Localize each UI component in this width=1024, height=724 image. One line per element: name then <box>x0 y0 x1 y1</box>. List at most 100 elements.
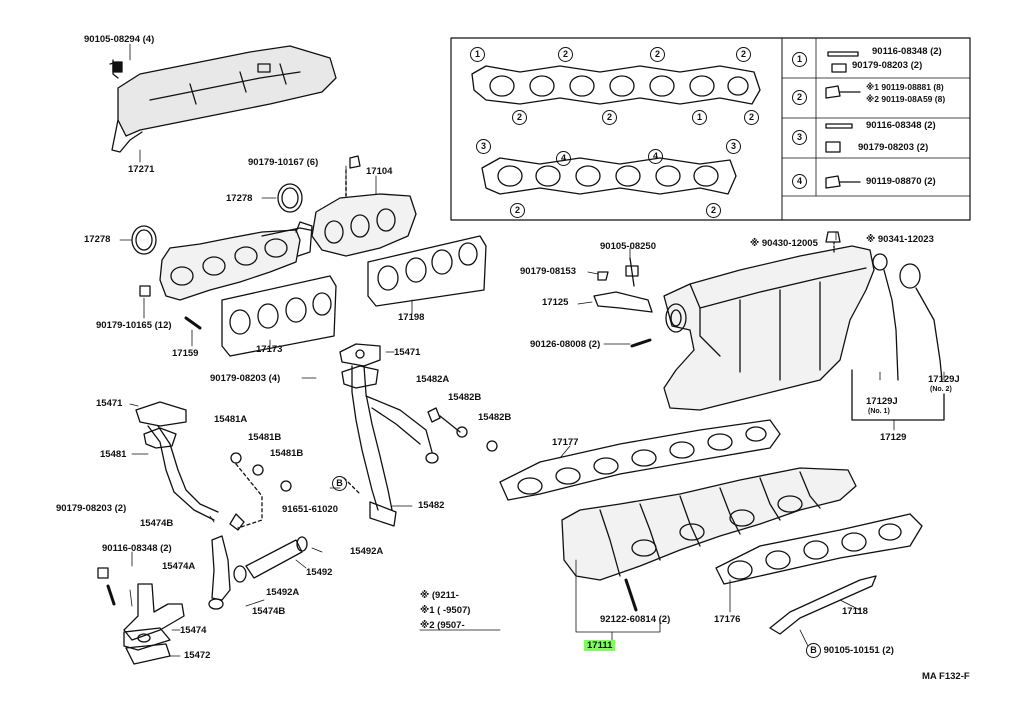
label-15481a: 15481A <box>214 414 248 425</box>
label-15492a-a: 15492A <box>350 546 384 557</box>
callout-2-c: 2 <box>736 47 751 62</box>
legend-2-line1: ※1 90119-08881 (8) <box>866 82 944 92</box>
callout-circle: 2 <box>706 203 721 218</box>
label-17271: 17271 <box>128 164 155 175</box>
label-90341-12023: ※ 90341-12023 <box>866 234 934 245</box>
diagram-code: MA F132-F <box>922 671 970 682</box>
label-17177: 17177 <box>552 437 579 448</box>
date-note-1: ※1 ( -9507) <box>420 605 470 616</box>
label-17159: 17159 <box>172 348 199 359</box>
label-17129j-1: 17129J <box>866 396 898 407</box>
label-15471-a: 15471 <box>394 347 421 358</box>
b-symbol-circle: B <box>332 476 347 491</box>
callout-2-f: 2 <box>744 110 759 125</box>
label-17173: 17173 <box>256 344 283 355</box>
label-17125: 17125 <box>542 297 569 308</box>
oil-pipe-15481 <box>135 401 245 531</box>
air-intake-chamber <box>663 231 945 421</box>
label-15482b-b: 15482B <box>478 412 512 423</box>
callout-circle: 1 <box>692 110 707 125</box>
label-15474b-a: 15474B <box>140 518 174 529</box>
date-note-text: ( -9507) <box>437 605 471 616</box>
legend-3-line2: 90179-08203 (2) <box>858 142 929 153</box>
label-15492: 15492 <box>306 567 333 578</box>
intake-manifold-17111 <box>561 467 857 581</box>
label-15481b: 15481B <box>248 432 282 443</box>
legend-2-line2: ※2 90119-08A59 (8) <box>866 94 946 104</box>
callout-2-e: 2 <box>602 110 617 125</box>
label-17111-highlighted: 17111 <box>584 640 616 651</box>
date-note-mark: ※1 <box>420 605 435 616</box>
hose-15492 <box>245 539 303 579</box>
date-note-0: ※ (9211- <box>420 590 459 601</box>
legend-key-circle: 4 <box>792 174 807 189</box>
label-17278-a: 17278 <box>226 193 253 204</box>
label-15474a: 15474A <box>162 561 196 572</box>
label-15481: 15481 <box>100 449 127 460</box>
callout-circle: 1 <box>470 47 485 62</box>
b-symbol: B <box>806 643 821 658</box>
label-15482a: 15482A <box>416 374 450 385</box>
legend-4-line1: 90119-08870 (2) <box>866 176 936 187</box>
label-90126-08008: 90126-08008 (2) <box>530 339 601 350</box>
date-note-mark: ※ <box>420 590 430 601</box>
label-90116-08348: 90116-08348 (2) <box>102 543 172 554</box>
legend-key-2: 2 <box>792 90 807 105</box>
label-17129j-1-note: (No. 1) <box>868 408 890 415</box>
legend-key-4: 4 <box>792 174 807 189</box>
label-15481b-2: 15481B <box>270 448 304 459</box>
label-15474: 15474 <box>180 625 207 636</box>
label-15471-b: 15471 <box>96 398 123 409</box>
date-note-text: (9211- <box>431 590 459 601</box>
label-15482b-a: 15482B <box>448 392 482 403</box>
legend-1-line1: 90116-08348 (2) <box>872 46 942 57</box>
legend-key-1: 1 <box>792 52 807 67</box>
callout-4-a: 4 <box>556 151 571 166</box>
callout-circle: 2 <box>744 110 759 125</box>
gasket-17177 <box>499 419 781 501</box>
callout-circle: 2 <box>512 110 527 125</box>
label-91651-61020: 91651-61020 <box>282 504 338 515</box>
callout-1-a: 1 <box>470 47 485 62</box>
legend-key-circle: 2 <box>792 90 807 105</box>
gasket-17173 <box>221 275 337 357</box>
legend-key-circle: 3 <box>792 130 807 145</box>
label-90179-08203-2: 90179-08203 (2) <box>56 503 127 514</box>
bracket-17125 <box>593 291 653 313</box>
b-symbol-pipe: B <box>332 476 347 491</box>
gasket-17176 <box>715 513 923 585</box>
callout-circle: 2 <box>558 47 573 62</box>
legend-key-circle: 1 <box>792 52 807 67</box>
label-90105-10151-text: 90105-10151 (2) <box>823 645 894 656</box>
label-90105-08294: 90105-08294 (4) <box>84 34 155 45</box>
label-15474b-b: 15474B <box>252 606 286 617</box>
callout-2-b: 2 <box>650 47 665 62</box>
label-90179-08153: 90179-08153 <box>520 266 576 277</box>
label-90179-10165: 90179-10165 (12) <box>96 320 172 331</box>
label-17176: 17176 <box>714 614 741 625</box>
label-92122-60814: 92122-60814 (2) <box>600 614 671 625</box>
inlet-15474 <box>123 583 185 665</box>
manifold-17104 <box>311 179 417 257</box>
label-90179-10167: 90179-10167 (6) <box>248 157 319 168</box>
callout-4-b: 4 <box>648 149 663 164</box>
callout-circle: 4 <box>556 151 571 166</box>
callout-2-h: 2 <box>706 203 721 218</box>
callout-circle: 2 <box>736 47 751 62</box>
label-17118: 17118 <box>842 606 868 617</box>
callout-circle: 2 <box>510 203 525 218</box>
date-note-mark: ※2 <box>420 620 435 631</box>
oil-pipe-15482 <box>339 343 439 527</box>
callout-2-d: 2 <box>512 110 527 125</box>
callout-circle: 4 <box>648 149 663 164</box>
label-90105-08250: 90105-08250 <box>600 241 656 252</box>
callout-2-a: 2 <box>558 47 573 62</box>
callout-circle: 2 <box>650 47 665 62</box>
label-17129: 17129 <box>880 432 907 443</box>
gasket-detail-box <box>450 37 971 221</box>
exhaust-manifold <box>159 221 321 301</box>
label-90430-12005-text: 90430-12005 <box>761 238 818 249</box>
ring-gasket-17278-a <box>277 183 303 213</box>
label-90105-10151: B 90105-10151 (2) <box>806 643 894 658</box>
